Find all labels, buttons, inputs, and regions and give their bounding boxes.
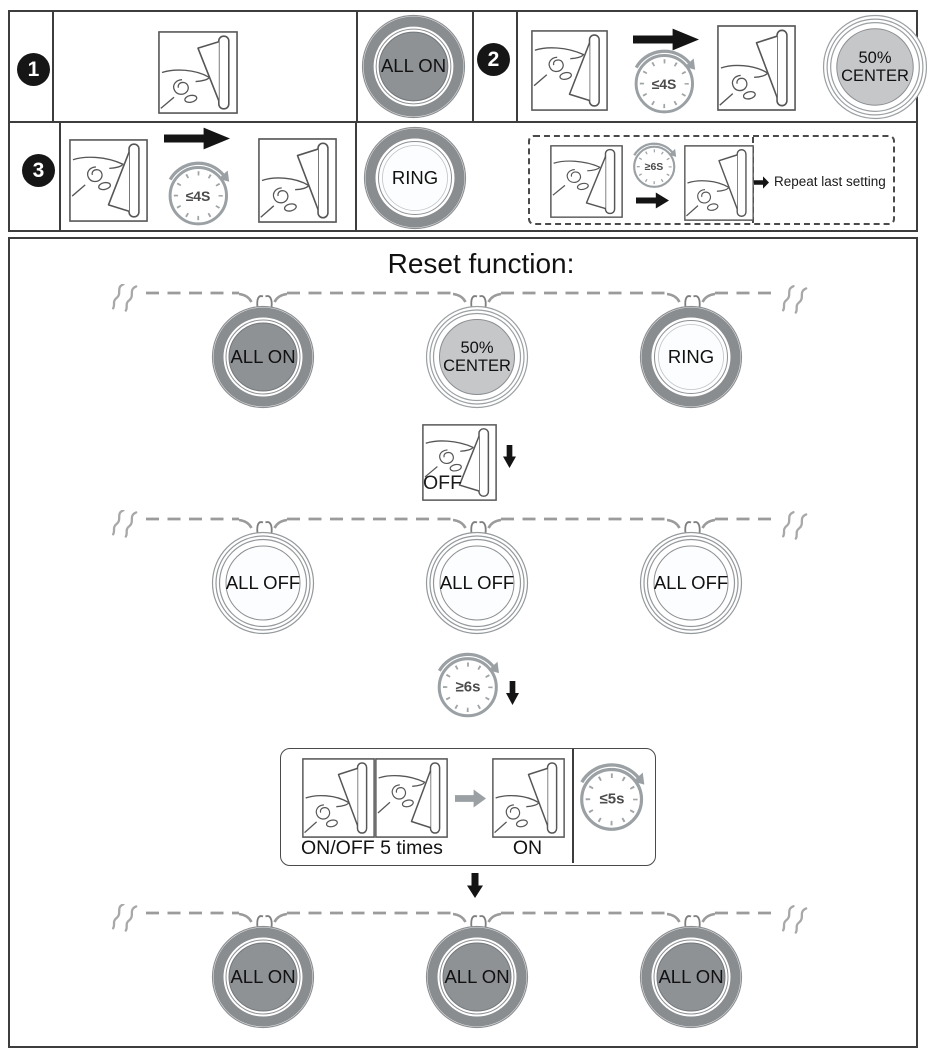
timer-6s-icon: ≥6s — [429, 642, 513, 726]
step-table — [8, 10, 918, 232]
onoff-5times-label: ON/OFF 5 times — [301, 837, 443, 859]
timer-label: ≤5s — [597, 790, 627, 808]
switch-press-on-icon — [158, 31, 238, 114]
table-cell-divider — [516, 12, 518, 121]
lamp-all-on: ALL ON — [361, 14, 466, 119]
lamp-all-off: ALL OFF — [639, 531, 743, 635]
switch-press-on-icon — [684, 145, 754, 221]
step-number: 1 — [27, 57, 40, 81]
repeat-setting-box — [528, 135, 895, 225]
sequence-box-divider — [572, 749, 574, 863]
lamp-label: ALL ON — [658, 965, 724, 987]
switch-press-on-icon — [717, 25, 796, 111]
lamp-ring: RING — [639, 305, 743, 409]
reset-function-box — [8, 237, 918, 1048]
lamp-label: ALL ON — [380, 55, 447, 77]
step-2-badge: 2 — [477, 43, 510, 76]
switch-press-off-icon — [550, 145, 623, 218]
step-number: 2 — [487, 47, 500, 71]
arrow-right-icon — [164, 127, 230, 150]
switch-press-off-icon — [375, 758, 448, 838]
timer-label: ≤4S — [649, 75, 679, 92]
timer-label: ≥6S — [642, 160, 666, 173]
step-number: 3 — [32, 158, 45, 182]
lamp-label: 50% CENTER — [841, 48, 909, 85]
lamp-all-off: ALL OFF — [425, 531, 529, 635]
arrow-right-icon — [636, 192, 669, 209]
timer-label: ≤4S — [183, 187, 213, 204]
arrow-right-icon — [455, 789, 486, 808]
lamp-label: 50% CENTER — [443, 338, 511, 375]
table-cell-divider — [356, 12, 358, 121]
switch-press-on-icon — [302, 758, 375, 838]
lamp-label: ALL OFF — [653, 571, 729, 593]
arrow-down-icon — [506, 681, 519, 705]
timer-5s-icon: ≤5s — [571, 752, 659, 840]
reset-title: Reset function: — [387, 248, 575, 279]
on-label: ON — [512, 837, 543, 859]
table-cell-divider — [52, 12, 54, 121]
lamp-label: ALL ON — [230, 345, 296, 367]
table-cell-divider — [472, 12, 474, 121]
lamp-all-on: ALL ON — [211, 925, 315, 1029]
table-cell-divider — [355, 123, 357, 230]
lamp-label: ALL OFF — [225, 571, 301, 593]
lamp-all-on: ALL ON — [211, 305, 315, 409]
table-row-divider — [10, 121, 916, 123]
step-3-badge: 3 — [22, 154, 55, 187]
timer-4s-icon: ≤4S — [160, 151, 243, 234]
switch-press-off-icon — [69, 139, 148, 222]
table-cell-divider — [59, 123, 61, 230]
lamp-label: ALL ON — [230, 965, 296, 987]
timer-label: ≥6s — [453, 678, 483, 696]
lamp-all-on: ALL ON — [425, 925, 529, 1029]
lamp-label: RING — [667, 345, 715, 367]
off-label: OFF — [423, 472, 462, 494]
timer-4s-icon: ≤4S — [626, 39, 709, 122]
lamp-ring: RING — [363, 126, 467, 230]
arrow-down-icon — [467, 873, 483, 898]
lamp-all-on: ALL ON — [639, 925, 743, 1029]
lamp-all-off: ALL OFF — [211, 531, 315, 635]
arrow-down-icon — [503, 445, 516, 468]
lamp-label: ALL ON — [444, 965, 510, 987]
lamp-50-center: 50% CENTER — [425, 305, 529, 409]
lamp-50-center: 50% CENTER — [822, 14, 927, 120]
switch-press-on-icon — [258, 138, 337, 223]
lamp-label: ALL OFF — [439, 571, 515, 593]
onoff-sequence-box — [280, 748, 656, 866]
step-1-badge: 1 — [17, 53, 50, 86]
lamp-label: RING — [391, 166, 439, 188]
switch-press-on-icon — [492, 758, 565, 838]
repeat-setting-label: Repeat last setting — [774, 174, 886, 189]
arrow-right-icon — [754, 176, 769, 189]
switch-press-off-icon — [531, 30, 608, 111]
timer-6s-icon: ≥6S — [627, 135, 686, 194]
